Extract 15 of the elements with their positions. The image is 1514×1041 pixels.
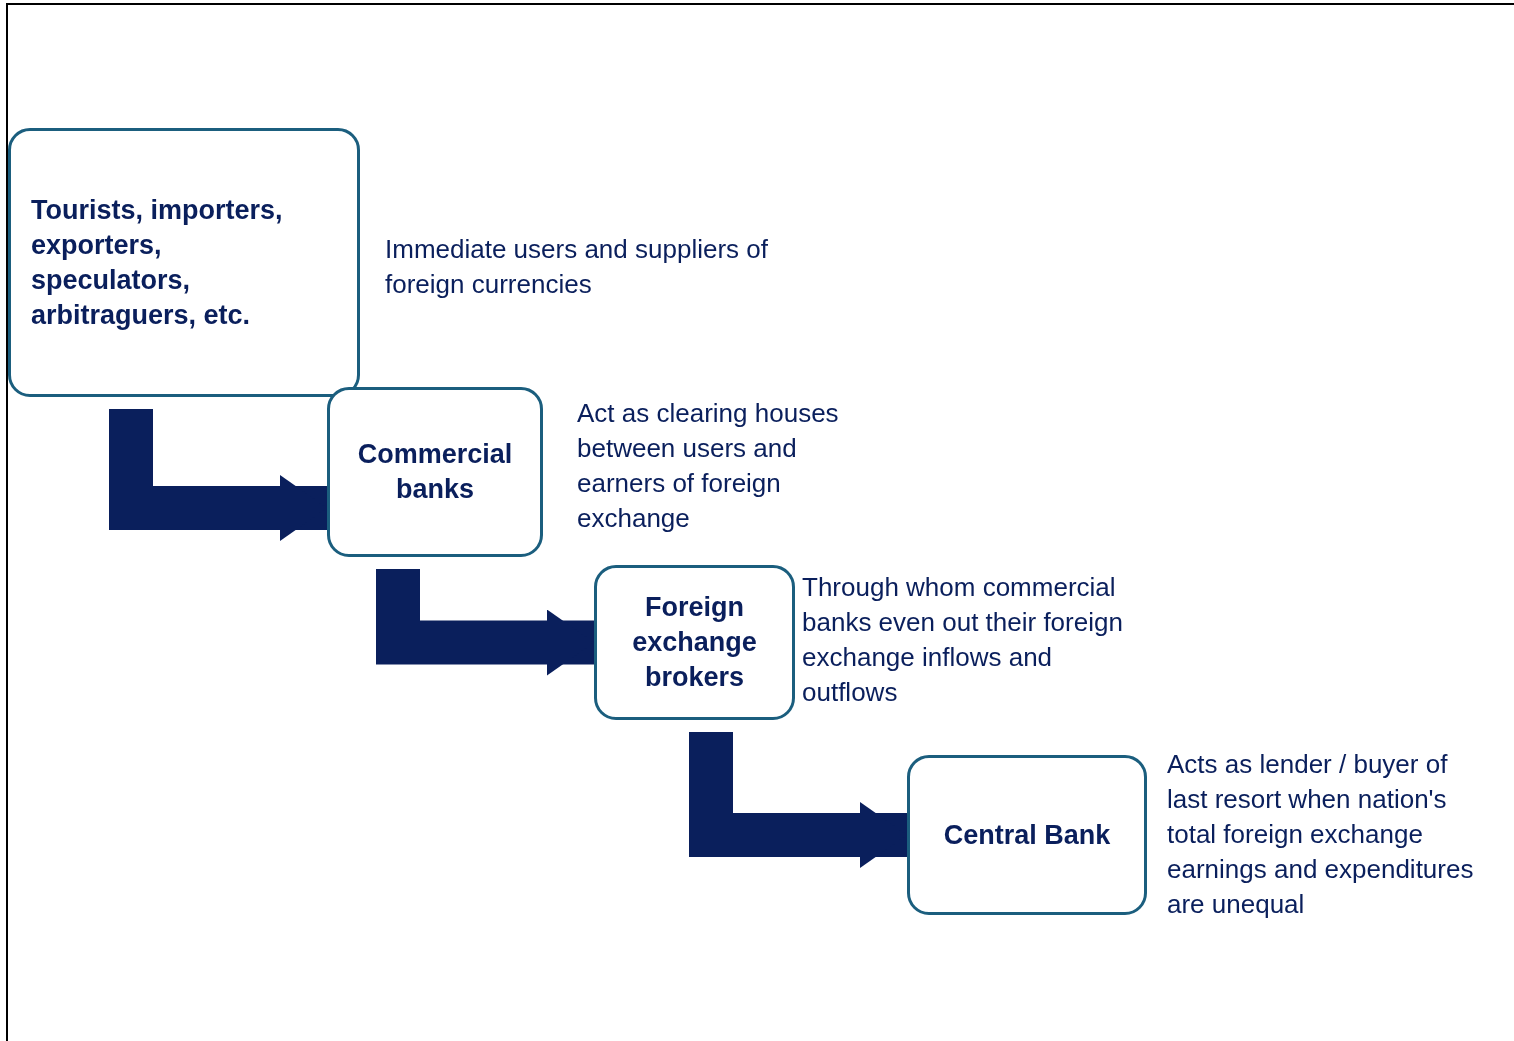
process-box [594,565,795,720]
description-text: Act as clearing houses between users and earners of foreign exchange [577,397,840,535]
box-label: Commercial banks [356,438,514,506]
process-box [907,755,1147,915]
process-box [327,387,543,557]
description-text: Through whom commercial banks even out their foreign exchange inflows and outflows [802,571,1124,709]
process-box [8,128,360,397]
box-label: Foreign exchange brokers [631,591,758,694]
box-label: Central Bank [943,818,1111,852]
arrow [689,732,907,868]
description-text: Immediate users and suppliers of foreign currencies [385,233,769,301]
arrow [376,569,594,676]
box-label: Tourists, importers, exporters, speculators, arbitraguers, etc. [31,193,284,332]
description-text: Acts as lender / buyer of last resort when nation's total foreign exchange earnings and expenditures are unequal [1167,748,1475,921]
arrow [109,409,327,541]
